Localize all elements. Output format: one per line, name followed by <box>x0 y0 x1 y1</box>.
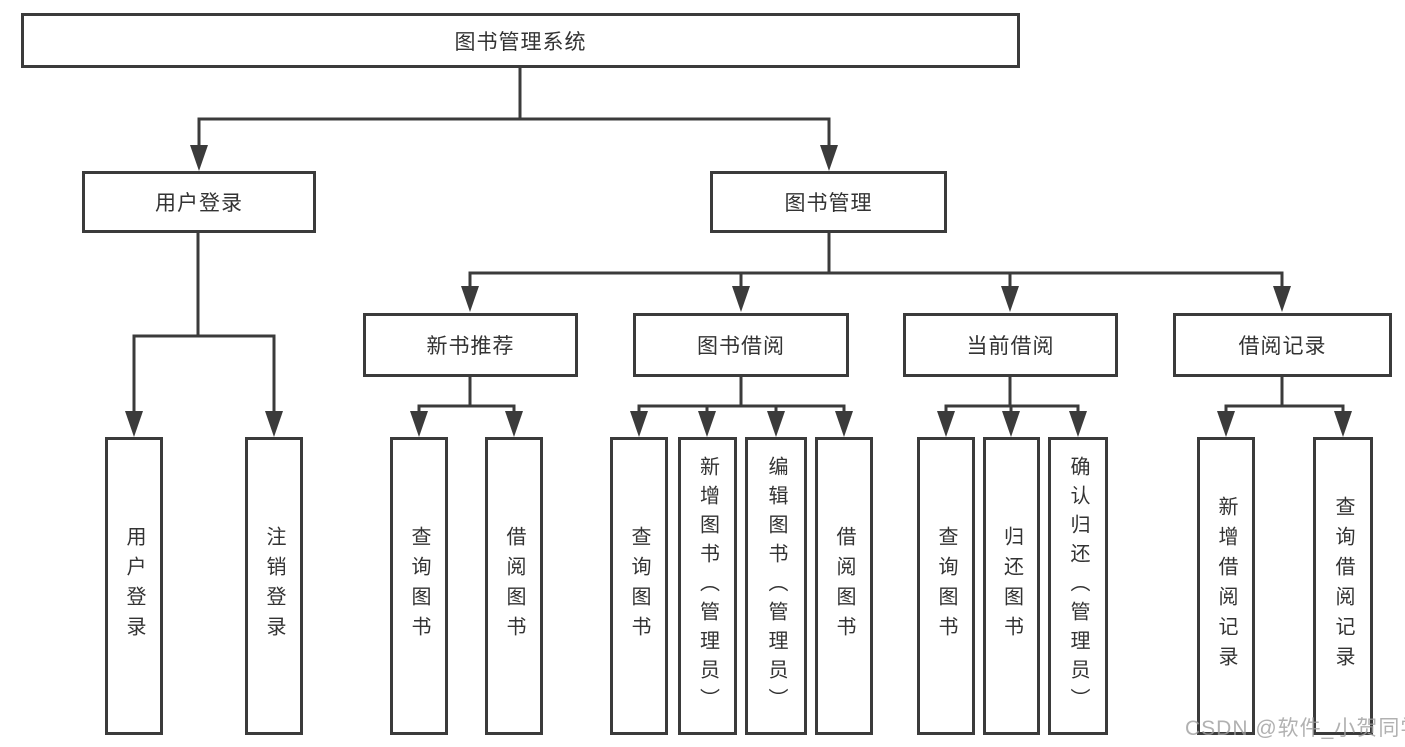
leaf-query-books-current: 查询图书 <box>917 437 975 735</box>
node-label: 用户登录 <box>155 192 243 215</box>
connector-userlogin-to-leaves <box>132 231 276 428</box>
node-label: 当前借阅 <box>966 335 1055 358</box>
leaf-borrow-books-recommend: 借阅图书 <box>485 437 543 735</box>
arrowhead <box>698 411 716 437</box>
arrowhead <box>1273 286 1291 312</box>
node-label: 图书管理系统 <box>454 30 587 54</box>
node-borrowing-records: 借阅记录 <box>1173 313 1392 377</box>
leaf-add-borrow-record: 新增借阅记录 <box>1197 437 1255 735</box>
node-label: 新增图书（管理员） <box>696 455 719 717</box>
connector-bookmgmt-to-level3 <box>468 231 1284 304</box>
arrowhead <box>265 411 283 437</box>
leaf-query-books-recommend: 查询图书 <box>390 437 448 735</box>
connector-records-to-leaves <box>1224 375 1345 428</box>
arrowhead <box>461 286 479 312</box>
arrowhead <box>820 145 838 171</box>
leaf-borrow-books-borrowing: 借阅图书 <box>815 437 873 735</box>
node-label: 新增借阅记录 <box>1215 496 1237 676</box>
leaf-logout-login: 注销登录 <box>245 437 303 735</box>
node-book-management: 图书管理 <box>710 171 947 233</box>
node-label: 借阅图书 <box>833 526 855 646</box>
node-label: 编辑图书（管理员） <box>765 455 787 717</box>
arrowhead <box>505 411 523 437</box>
csdn-watermark: CSDN @软件_小贺同学 <box>1185 717 1405 740</box>
node-label: 新书推荐 <box>426 335 515 358</box>
node-label: 归还图书 <box>1000 526 1023 646</box>
connector-borrowing-to-leaves <box>637 375 846 428</box>
node-new-book-recommendation: 新书推荐 <box>363 313 578 377</box>
leaf-query-books-borrowing: 查询图书 <box>610 437 668 735</box>
node-label: 图书管理 <box>784 192 873 215</box>
node-label: 查询借阅记录 <box>1332 496 1354 676</box>
leaf-edit-books-admin: 编辑图书（管理员） <box>745 437 807 735</box>
arrowheads <box>125 145 1352 437</box>
leaf-add-books-admin: 新增图书（管理员） <box>678 437 737 735</box>
node-current-borrowing: 当前借阅 <box>903 313 1118 377</box>
leaf-user-login: 用户登录 <box>105 437 163 735</box>
arrowhead <box>767 411 785 437</box>
node-label: 查询图书 <box>935 526 957 646</box>
arrowhead <box>190 145 208 171</box>
arrowhead <box>937 411 955 437</box>
node-library-management-system: 图书管理系统 <box>21 13 1020 68</box>
arrowhead <box>410 411 428 437</box>
arrowhead <box>1334 411 1352 437</box>
arrowhead <box>1217 411 1235 437</box>
node-label: 查询图书 <box>408 526 430 646</box>
node-user-login: 用户登录 <box>82 171 316 233</box>
connector-root-to-level2 <box>197 66 831 162</box>
node-label: 注销登录 <box>263 526 285 646</box>
arrowhead <box>732 286 750 312</box>
connector-newbook-to-leaves <box>417 375 516 428</box>
arrowhead <box>125 411 143 437</box>
arrowhead <box>1069 411 1087 437</box>
node-label: 借阅记录 <box>1238 335 1327 358</box>
arrowhead <box>630 411 648 437</box>
node-book-borrowing: 图书借阅 <box>633 313 849 377</box>
arrowhead <box>1001 286 1019 312</box>
arrowhead <box>1002 411 1020 437</box>
node-label: 用户登录 <box>123 526 145 646</box>
node-label: 图书借阅 <box>697 335 785 358</box>
leaf-return-books: 归还图书 <box>983 437 1040 735</box>
node-label: 查询图书 <box>628 526 650 646</box>
arrowhead <box>835 411 853 437</box>
node-label: 借阅图书 <box>503 526 525 646</box>
leaf-confirm-return-admin: 确认归还（管理员） <box>1048 437 1108 735</box>
leaf-query-borrow-record: 查询借阅记录 <box>1313 437 1373 735</box>
node-label: 确认归还（管理员） <box>1067 455 1089 717</box>
